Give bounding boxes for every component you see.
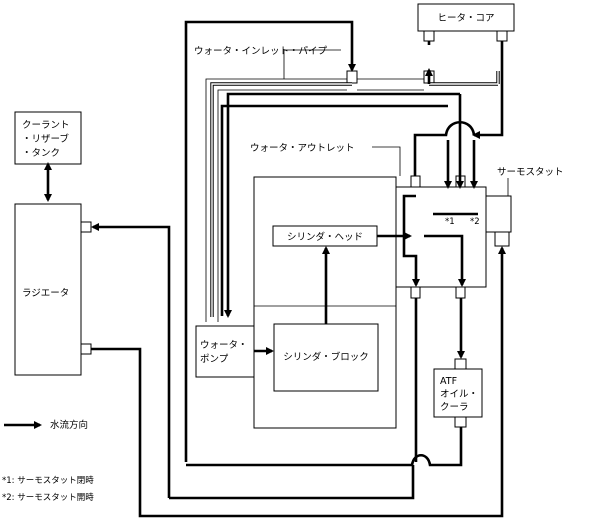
housing-port-bottom-1	[410, 286, 421, 299]
coolant-reservoir-box	[14, 111, 82, 165]
heater-core-port-right	[496, 30, 508, 42]
housing-port-top-1	[410, 175, 421, 188]
coolant-reservoir-label-2: ・リザーブ	[22, 133, 69, 145]
inlet-pipe-thin-outer	[205, 78, 424, 322]
radiator-port-upper	[80, 221, 92, 233]
flow-housing-bypass	[402, 194, 420, 287]
inlet-pipe-port-1	[346, 70, 358, 84]
coolant-reservoir-label-3: ・タンク	[22, 148, 60, 159]
flow-inner-line	[220, 104, 448, 316]
water-inlet-pipe-label: ウォータ・インレット・パイプ	[194, 46, 328, 57]
cylinder-block-box	[273, 323, 379, 392]
water-outlet-leader	[372, 146, 401, 176]
radiator-label: ラジエータ	[22, 288, 69, 299]
thermostat-valve	[485, 195, 512, 233]
note-1: *1: サーモスタット閉時	[2, 476, 94, 486]
water-pump-box	[195, 325, 255, 378]
radiator-box	[14, 203, 82, 376]
atf-port-bottom	[454, 416, 467, 428]
atf-label-2: オイル・	[440, 389, 478, 400]
inlet-pipe-double-inner	[211, 71, 499, 317]
legend-flow-label: 水流方向	[50, 419, 88, 431]
flow-housing-to-radiator	[424, 234, 466, 287]
thermostat-port-bottom	[494, 231, 510, 247]
cylinder-head-label: シリンダ・ヘッド	[287, 231, 363, 243]
heater-core-box	[417, 3, 515, 32]
flow-radiator-feed	[169, 465, 415, 500]
flow-housing-to-pump	[224, 92, 460, 318]
flow-radiator-lower-return	[91, 246, 506, 518]
atf-cooler-box	[433, 368, 483, 418]
thermostat-label: サーモスタット	[497, 167, 564, 178]
heater-core-port-left	[423, 30, 435, 42]
radiator-port-lower	[80, 343, 92, 355]
flow-heater-return	[472, 41, 504, 139]
mark-2: *2	[470, 217, 480, 227]
atf-label-3: クーラ	[440, 402, 469, 413]
flow-crossover	[413, 120, 476, 176]
atf-label-1: ATF	[440, 376, 457, 387]
water-pump-label-1: ウォータ・	[200, 340, 248, 351]
water-outlet-label: ウォータ・アウトレット	[250, 143, 355, 154]
inlet-pipe-leader	[283, 49, 341, 79]
atf-port-top	[454, 358, 467, 370]
cylinder-block-label: シリンダ・ブロック	[283, 351, 369, 363]
mark-1: *1	[445, 217, 455, 227]
flow-atf-return	[186, 427, 463, 467]
housing-port-bottom-2	[455, 286, 466, 299]
coolant-reservoir-label-1: クーラント	[22, 120, 70, 131]
water-pump-label-2: ポンプ	[200, 354, 229, 365]
heater-core-label: ヒータ・コア	[437, 13, 494, 24]
flow-to-radiator-upper	[91, 223, 171, 498]
flow-pump-to-inlet	[184, 20, 356, 462]
note-2: *2: サーモスタット開時	[2, 493, 94, 503]
